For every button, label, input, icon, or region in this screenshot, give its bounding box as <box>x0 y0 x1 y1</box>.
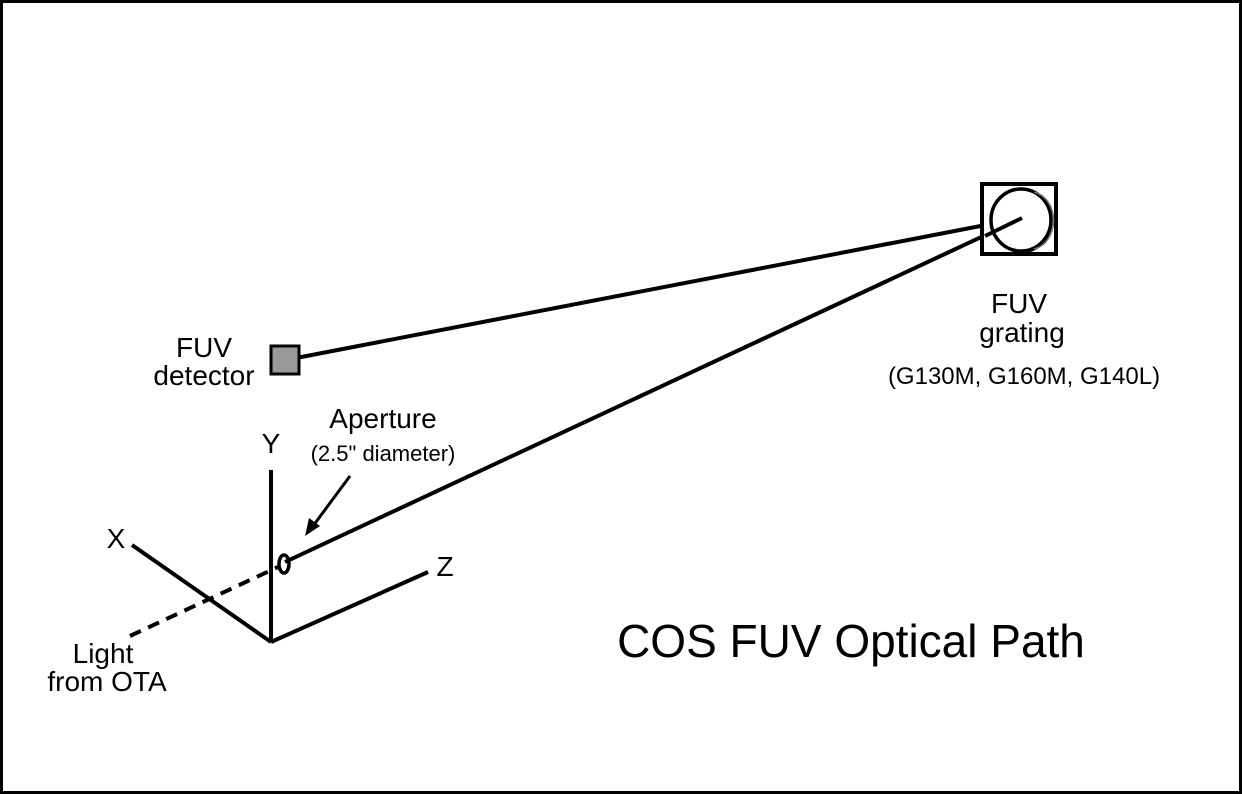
axis-y-label: Y <box>262 428 281 459</box>
axis-z-line <box>270 570 429 644</box>
ray-grating-to-detector <box>290 216 1023 361</box>
grating-label-line1: FUV <box>991 288 1047 319</box>
aperture-size-label: (2.5" diameter) <box>311 441 456 466</box>
detector-label-line1: FUV <box>176 332 232 363</box>
axis-x-line <box>130 543 273 644</box>
detector-icon <box>269 344 301 376</box>
light-label-line1: Light <box>73 638 134 669</box>
aperture-pointer-arrow <box>305 475 352 536</box>
axis-x-label: X <box>107 523 126 554</box>
ray-aperture-to-grating <box>284 216 1023 564</box>
axis-z-label: Z <box>436 551 453 582</box>
grating-modes-label: (G130M, G160M, G140L) <box>888 363 1160 390</box>
aperture-icon <box>277 553 291 575</box>
detector-label-line2: detector <box>153 360 254 391</box>
diagram-title: COS FUV Optical Path <box>617 615 1085 667</box>
incoming-light-ray <box>129 565 279 638</box>
grating-label-line2: grating <box>979 317 1065 348</box>
light-label-line2: from OTA <box>47 666 167 697</box>
aperture-label: Aperture <box>329 403 436 434</box>
grating-icon <box>980 182 1058 256</box>
